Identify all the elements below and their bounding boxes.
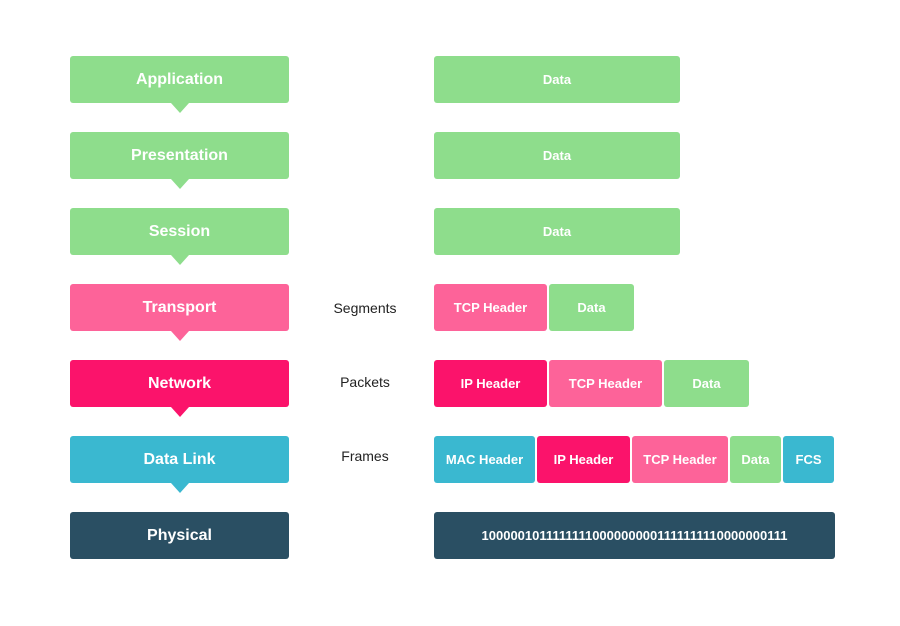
- ip-header-block: IP Header: [434, 360, 547, 407]
- tcp-header-block: TCP Header: [632, 436, 728, 483]
- down-arrow-icon: [171, 255, 189, 265]
- pdu-label-segments: Segments: [333, 300, 397, 316]
- down-arrow-icon: [171, 331, 189, 341]
- layer-transport: Transport: [70, 284, 289, 341]
- layer-data-link: Data Link: [70, 436, 289, 493]
- pdu-label-packets: Packets: [340, 374, 390, 390]
- layer-label: Session: [148, 222, 211, 240]
- bitstream-block: 1000001011111111000000000111111111000000…: [434, 512, 835, 559]
- down-arrow-icon: [171, 483, 189, 493]
- down-arrow-icon: [171, 179, 189, 189]
- tcp-header-block: TCP Header: [549, 360, 662, 407]
- layer-physical: Physical: [70, 512, 289, 559]
- data-block: Data: [434, 208, 680, 255]
- layer-network: Network: [70, 360, 289, 417]
- data-block: Data: [664, 360, 749, 407]
- layer-label: Presentation: [131, 146, 228, 164]
- fcs-block: FCS: [783, 436, 834, 483]
- layer-application: Application: [70, 56, 289, 113]
- layer-label: Data Link: [143, 450, 216, 468]
- tcp-header-block: TCP Header: [434, 284, 547, 331]
- layer-label: Transport: [142, 298, 217, 316]
- data-block: Data: [434, 132, 680, 179]
- ip-header-block: IP Header: [537, 436, 630, 483]
- down-arrow-icon: [171, 407, 189, 417]
- layer-label: Physical: [147, 526, 212, 544]
- data-block: Data: [434, 56, 680, 103]
- layer-presentation: Presentation: [70, 132, 289, 189]
- pdu-label-frames: Frames: [341, 448, 389, 464]
- layer-label: Network: [147, 374, 212, 392]
- layer-label: Application: [135, 70, 224, 88]
- layer-session: Session: [70, 208, 289, 265]
- data-block: Data: [730, 436, 781, 483]
- mac-header-block: MAC Header: [434, 436, 535, 483]
- down-arrow-icon: [171, 103, 189, 113]
- data-block: Data: [549, 284, 634, 331]
